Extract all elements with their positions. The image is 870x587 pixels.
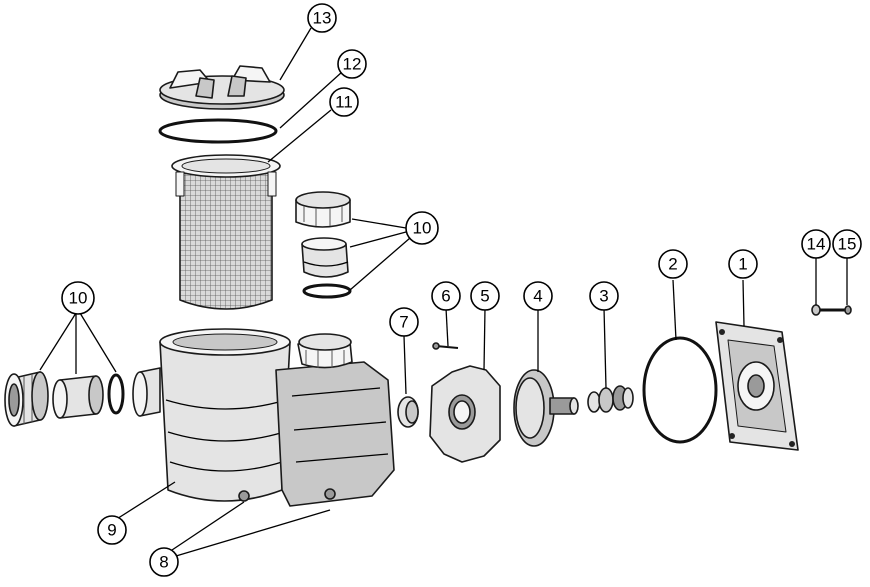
diffuser-part: [429, 365, 501, 463]
callout-1-label: 1: [738, 255, 747, 274]
seal-ring-part: [397, 396, 419, 428]
callout-7: 7: [389, 307, 419, 337]
callout-14-label: 14: [807, 235, 826, 254]
diffuser-screw-part: [432, 342, 459, 350]
pump-body-part: [132, 328, 395, 507]
callout-7-label: 7: [399, 313, 408, 332]
callout-8-label: 8: [159, 553, 168, 572]
callout-6: 6: [431, 281, 461, 311]
callout-4-label: 4: [533, 287, 542, 306]
callout-10-upper-label: 10: [413, 219, 432, 238]
mechanical-seal-part: [587, 385, 634, 413]
union-fittings-upper-part: [295, 191, 352, 299]
callout-15-label: 15: [838, 235, 857, 254]
callout-11: 11: [329, 87, 359, 117]
callout-2: 2: [658, 249, 688, 279]
callout-14: 14: [801, 229, 831, 259]
callout-13: 13: [307, 3, 337, 33]
callout-5-label: 5: [480, 287, 489, 306]
callout-9: 9: [97, 515, 127, 545]
callout-1: 1: [728, 249, 758, 279]
callout-8: 8: [149, 547, 179, 577]
callout-13-label: 13: [313, 9, 332, 28]
callout-2-label: 2: [668, 255, 677, 274]
callout-10-upper: 10: [405, 211, 439, 245]
callout-11-label: 11: [335, 93, 353, 112]
callout-6-label: 6: [441, 287, 450, 306]
callout-10-left-label: 10: [69, 289, 88, 308]
callout-5: 5: [470, 281, 500, 311]
callout-3-label: 3: [599, 287, 608, 306]
strainer-basket-part: [171, 154, 281, 310]
callout-3: 3: [589, 281, 619, 311]
callout-12: 12: [337, 49, 367, 79]
strainer-lid-part: [159, 65, 285, 110]
callout-15: 15: [832, 229, 862, 259]
leader-lines: [39, 27, 848, 557]
callout-10-left: 10: [61, 281, 95, 315]
seal-plate-o-ring-part: [642, 336, 718, 444]
callout-12-label: 12: [343, 55, 362, 74]
callout-9-label: 9: [107, 521, 116, 540]
lid-o-ring-part: [158, 118, 278, 144]
impeller-part: [513, 369, 579, 447]
callout-4: 4: [523, 281, 553, 311]
union-fittings-left-part: [4, 371, 125, 427]
seal-plate-part: [715, 321, 799, 451]
bolt-and-washer-part: [811, 304, 852, 316]
